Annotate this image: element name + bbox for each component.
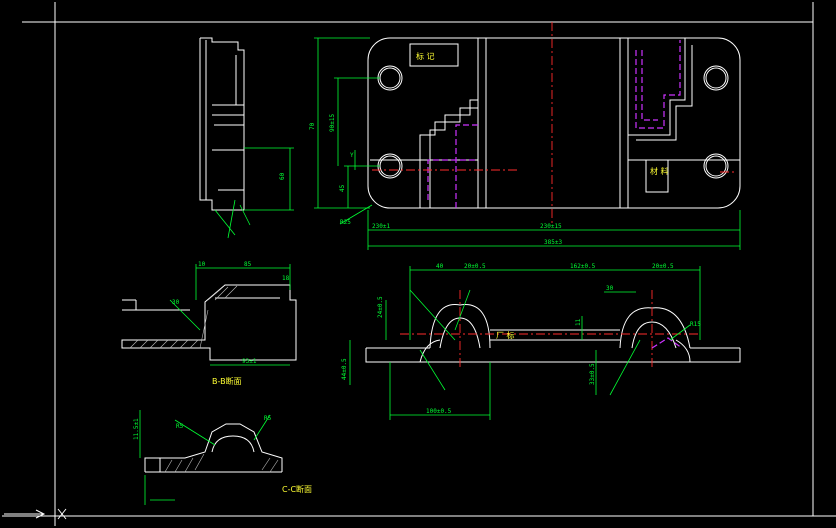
fv-dim-11: 11 <box>575 318 582 326</box>
bb-dim-10: 10 <box>198 261 206 268</box>
dim-385-3: 385±3 <box>544 239 562 246</box>
plan-view[interactable]: 标 记 材 料 70 90±15 45 R25 230±1 230±15 385… <box>309 22 741 250</box>
dim-230-1: 230±1 <box>372 223 390 230</box>
section-c-c[interactable]: 11.5±1 R5 R5 C-C断面 <box>133 410 312 505</box>
fv-dim-40: 40 <box>436 263 444 270</box>
tag-mark: 标 记 <box>416 51 435 61</box>
side-view[interactable]: 60 <box>199 37 294 239</box>
ucs-axis-icon <box>4 508 67 520</box>
fv-dim-44: 44±0.5 <box>341 358 348 380</box>
tag-factory: 材 料 <box>650 166 669 176</box>
cc-dim-r5b: R5 <box>264 415 272 422</box>
dim-45: 45 <box>339 184 346 192</box>
fv-dim-162: 162±0.5 <box>570 263 596 270</box>
fv-dim-20a: 20±0.5 <box>464 263 486 270</box>
fv-dim-20b: 20±0.5 <box>652 263 674 270</box>
bb-dim-18: 18 <box>282 275 290 282</box>
bb-dim-93: 93±1 <box>242 358 257 365</box>
section-b-b-title: B-B断面 <box>212 376 242 386</box>
tag-front-mark: 厂 标 <box>496 330 515 340</box>
fv-dim-r15: R15 <box>690 321 701 328</box>
fv-dim-24: 24±0.5 <box>377 296 384 318</box>
fv-dim-100: 100±0.5 <box>426 408 452 415</box>
fv-dim-33: 33±0.5 <box>589 363 596 385</box>
y-indicator: Y <box>350 152 354 159</box>
dim-230-15: 230±15 <box>540 223 562 230</box>
bb-dim-30: 30 <box>172 299 180 306</box>
section-b-b[interactable]: 10 85 18 93±1 30 B-B断面 <box>121 261 297 386</box>
dim-70: 70 <box>309 122 316 130</box>
front-view[interactable]: 厂 标 40 20±0.5 162±0.5 20±0.5 30 24±0.5 1… <box>341 263 741 420</box>
bb-dim-85: 85 <box>244 261 252 268</box>
dim-90-15: 90±15 <box>329 114 336 132</box>
dim-r25: R25 <box>340 219 351 226</box>
cc-dim-11-5: 11.5±1 <box>133 418 140 440</box>
section-c-c-title: C-C断面 <box>282 484 312 494</box>
cc-dim-r5a: R5 <box>176 423 184 430</box>
side-dim-60: 60 <box>279 172 286 180</box>
fv-dim-30: 30 <box>606 285 614 292</box>
